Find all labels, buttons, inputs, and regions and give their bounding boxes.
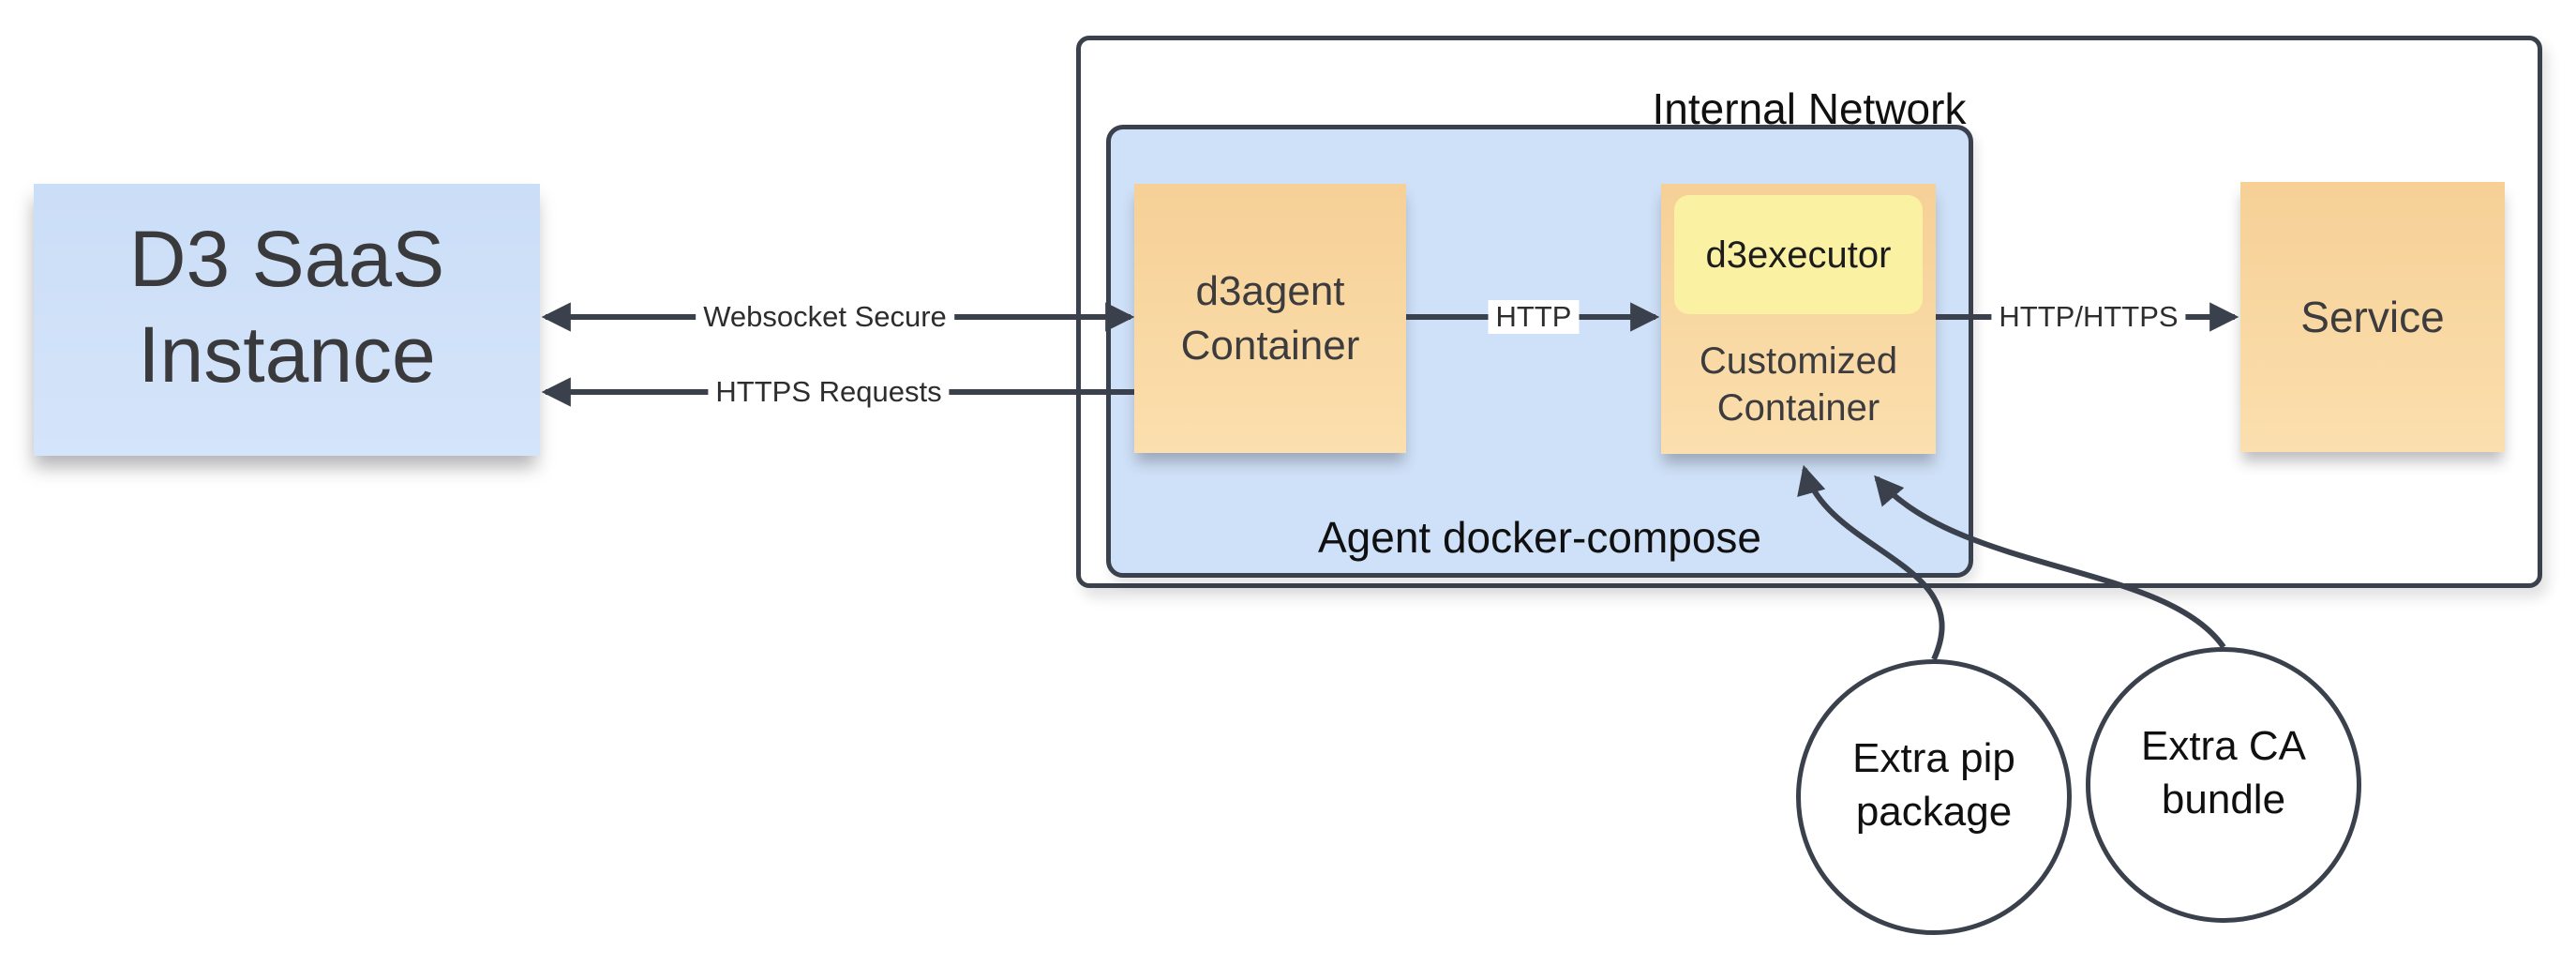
customized-container-label: Customized Container xyxy=(1661,314,1936,454)
node-d3agent-container: d3agent Container xyxy=(1134,184,1406,453)
d3agent-label-line1: d3agent xyxy=(1195,268,1345,315)
extra-pip-label-line2: package xyxy=(1855,789,2013,835)
extra-ca-label-line1: Extra CA xyxy=(2140,722,2307,769)
node-service: Service xyxy=(2240,182,2505,452)
node-d3executor: d3executor xyxy=(1674,195,1923,314)
extra-ca-label-line2: bundle xyxy=(2161,777,2286,822)
edge-label-http: HTTP xyxy=(1488,300,1580,334)
d3-saas-label-line1: D3 SaaS xyxy=(128,214,445,303)
edge-label-https-requests: HTTPS Requests xyxy=(708,375,950,409)
edge-label-http-https: HTTP/HTTPS xyxy=(1991,300,2186,334)
node-customized-container: d3executor Customized Container xyxy=(1661,184,1936,454)
node-extra-pip-package: Extra pip package xyxy=(1796,659,2072,935)
agent-docker-compose-label: Agent docker-compose xyxy=(1317,513,1762,562)
d3executor-label: d3executor xyxy=(1705,234,1892,276)
edge-label-websocket-secure: Websocket Secure xyxy=(696,300,954,334)
d3-saas-label-line2: Instance xyxy=(138,310,436,399)
customized-label-line1: Customized xyxy=(1699,339,1898,382)
extra-pip-label-line1: Extra pip xyxy=(1852,734,2015,781)
service-label: Service xyxy=(2300,293,2445,341)
node-extra-ca-bundle: Extra CA bundle xyxy=(2086,647,2361,923)
customized-label-line2: Container xyxy=(1716,386,1880,429)
d3agent-label-line2: Container xyxy=(1180,322,1360,369)
node-d3-saas-instance: D3 SaaS Instance xyxy=(34,184,540,456)
